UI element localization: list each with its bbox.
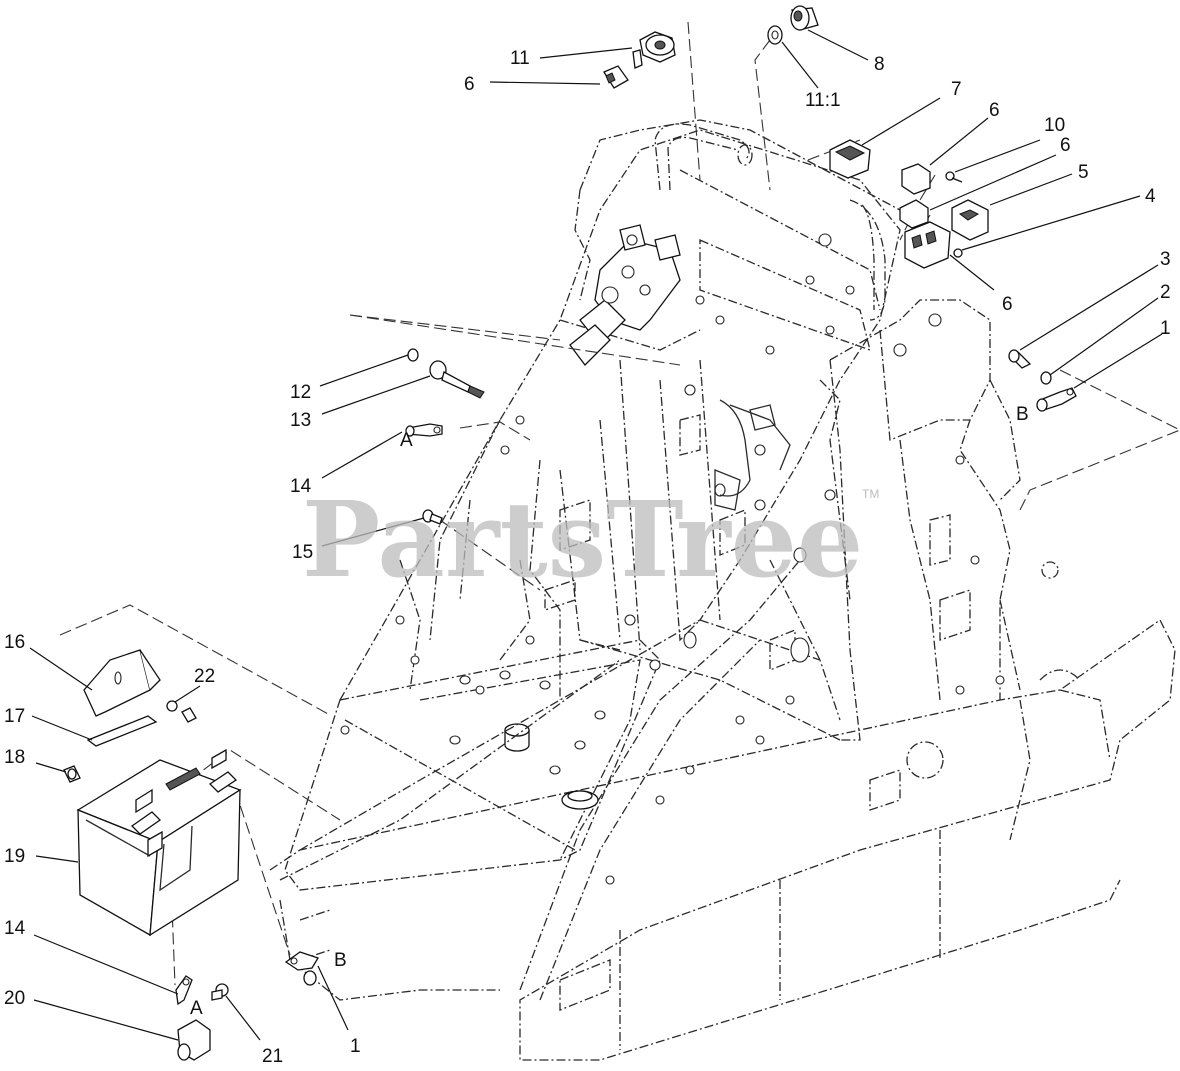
callout-4: 4: [1145, 186, 1156, 207]
callout-a: A: [400, 430, 413, 451]
callout-5: 5: [1078, 162, 1089, 183]
callout-3: 3: [1160, 249, 1171, 270]
screw-10: [945, 171, 963, 183]
callout-6: 6: [989, 100, 1000, 121]
knob: [790, 5, 819, 31]
callout-8: 8: [874, 54, 885, 75]
callout-20: 20: [4, 988, 25, 1009]
wing-nut-22: [166, 700, 197, 723]
sensor-13: [429, 360, 485, 399]
callout-15: 15: [292, 542, 313, 563]
rocker-switch: [829, 139, 871, 179]
callout-17: 17: [4, 706, 25, 727]
washer-12: [407, 348, 419, 362]
relay-upper: [901, 163, 931, 195]
wiring-harness: [714, 399, 791, 511]
pad-17: [86, 715, 158, 747]
washer-2: [1040, 371, 1052, 385]
callout-a: A: [190, 998, 203, 1019]
terminal-14-mid: [405, 423, 443, 437]
callout-14: 14: [4, 918, 26, 939]
upright-tower: [279, 119, 1021, 1001]
callout-7: 7: [951, 79, 962, 100]
terminal-14-low: [175, 975, 193, 1006]
callout-12: 12: [290, 382, 311, 403]
callout-labels: 11 6 8 11:1 7 6 10 6 5 4 6 3 2 1 B 12 13…: [4, 48, 1171, 1067]
battery-19: [76, 748, 242, 937]
callout-19: 19: [4, 846, 25, 867]
watermark-text: PartsTree: [302, 478, 863, 601]
chassis-base: [269, 561, 1176, 1061]
fuse-block: [904, 221, 951, 269]
bolt-15: [422, 509, 443, 525]
battery-bracket-16: [83, 649, 161, 717]
callout-6: 6: [464, 74, 475, 95]
callout-21: 21: [262, 1046, 283, 1067]
callout-1: 1: [350, 1036, 361, 1057]
callout-6: 6: [1002, 294, 1013, 315]
bolt-21: [211, 983, 229, 1001]
callout-14: 14: [290, 476, 312, 497]
relay-5: [951, 199, 989, 241]
handle-bar: [654, 123, 886, 321]
callout-18: 18: [4, 747, 25, 768]
watermark-trademark: TM: [862, 487, 879, 501]
wing-nut-18: [63, 765, 81, 783]
callout-b: B: [1016, 404, 1029, 425]
hydraulic-valve: [569, 224, 681, 366]
screw-4: [953, 248, 963, 258]
callout-22: 22: [194, 666, 215, 687]
callout-6: 6: [1060, 135, 1071, 156]
bolt-3: [1008, 349, 1032, 369]
callout-11-1: 11:1: [805, 90, 841, 111]
connector-top: [603, 65, 629, 89]
terminal-1-right: [1036, 387, 1077, 412]
callout-13: 13: [290, 410, 311, 431]
terminal-boot-20: [177, 1019, 211, 1061]
battery-tray: [284, 639, 661, 891]
callout-2: 2: [1160, 282, 1171, 303]
terminal-1-low: [284, 951, 319, 986]
callout-b: B: [334, 950, 347, 971]
callout-1: 1: [1160, 318, 1171, 339]
key-switch: [632, 31, 676, 69]
callout-16: 16: [4, 632, 25, 653]
leader-lines: [29, 29, 1163, 1041]
callout-11: 11: [510, 48, 530, 69]
callout-10: 10: [1044, 115, 1065, 136]
relay-lower: [899, 199, 929, 229]
washer-11-1: [767, 25, 783, 45]
